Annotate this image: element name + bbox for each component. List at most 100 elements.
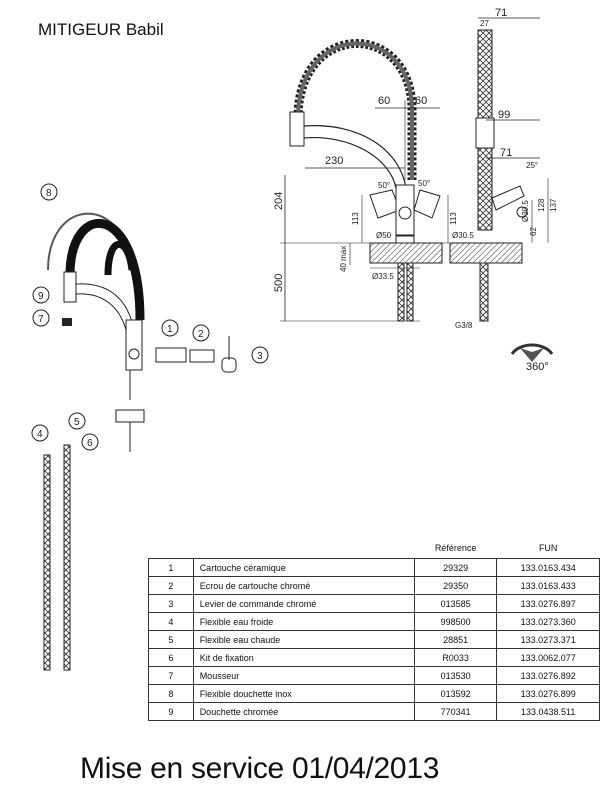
dim-71-top: 71 bbox=[495, 7, 507, 19]
row-fun: 133.0273.371 bbox=[496, 630, 600, 649]
dim-diameter-30-5-left: Ø30.5 bbox=[452, 231, 474, 240]
shower-head-front bbox=[289, 111, 305, 147]
row-description: Levier de commande chromé bbox=[192, 594, 415, 613]
row-description: Flexible eau froide bbox=[192, 612, 415, 631]
row-number: 9 bbox=[148, 702, 194, 721]
dim-360: 360° bbox=[526, 361, 549, 373]
callout-8: 8 bbox=[40, 183, 58, 201]
row-number: 1 bbox=[148, 558, 194, 577]
row-number: 4 bbox=[148, 612, 194, 631]
row-description: Flexible douchette inox bbox=[192, 684, 415, 703]
svg-text:7: 7 bbox=[38, 314, 44, 325]
callout-3: 3 bbox=[251, 346, 269, 364]
svg-text:2: 2 bbox=[198, 329, 204, 340]
row-reference: 770341 bbox=[413, 702, 498, 721]
row-description: Douchette chromée bbox=[192, 702, 415, 721]
row-number: 6 bbox=[148, 648, 194, 667]
table-row: 8 Flexible douchette inox 013592 133.027… bbox=[148, 684, 600, 703]
row-number: 7 bbox=[148, 666, 194, 685]
dim-113-right: 113 bbox=[449, 212, 458, 225]
svg-text:3: 3 bbox=[257, 351, 263, 362]
front-elevation-view bbox=[280, 39, 450, 322]
table-row: 6 Kit de fixation R0033 133.0062.077 bbox=[148, 648, 600, 667]
svg-text:5: 5 bbox=[74, 417, 80, 428]
dim-50deg-left: 50° bbox=[378, 181, 390, 190]
callout-4: 4 bbox=[31, 424, 49, 442]
row-number: 2 bbox=[148, 576, 194, 595]
row-fun: 133.0273.360 bbox=[496, 612, 600, 631]
svg-text:6: 6 bbox=[87, 438, 93, 449]
row-fun: 133.0438.511 bbox=[496, 702, 600, 721]
countertop-side bbox=[449, 242, 523, 264]
row-description: Flexible eau chaude bbox=[192, 630, 415, 649]
commissioning-date-footer: Mise en service 01/04/2013 bbox=[80, 752, 440, 785]
svg-text:1: 1 bbox=[167, 324, 173, 335]
dim-diameter-33-5: Ø33.5 bbox=[372, 272, 394, 281]
row-fun: 133.0163.434 bbox=[496, 558, 600, 577]
row-description: Kit de fixation bbox=[192, 648, 415, 667]
header-fun: FUN bbox=[538, 543, 558, 553]
row-reference: 28851 bbox=[413, 630, 498, 649]
row-number: 3 bbox=[148, 594, 194, 613]
dim-137: 137 bbox=[549, 198, 558, 212]
row-fun: 133.0276.897 bbox=[496, 594, 600, 613]
dim-25deg: 25° bbox=[526, 161, 538, 170]
rotation-360-icon bbox=[510, 343, 554, 362]
dim-500: 500 bbox=[273, 274, 285, 292]
dim-71-side: 71 bbox=[500, 147, 512, 159]
dim-g3-8: G3/8 bbox=[455, 321, 473, 330]
exploded-view bbox=[43, 212, 237, 671]
callout-7: 7 bbox=[32, 309, 50, 327]
svg-text:4: 4 bbox=[37, 429, 43, 440]
table-row: 3 Levier de commande chromé 013585 133.0… bbox=[148, 594, 600, 613]
row-reference: 013585 bbox=[413, 594, 498, 613]
row-reference: R0033 bbox=[413, 648, 498, 667]
dim-204: 204 bbox=[273, 192, 285, 210]
svg-text:8: 8 bbox=[46, 188, 52, 199]
svg-text:9: 9 bbox=[38, 291, 44, 302]
spout-front bbox=[303, 125, 407, 189]
row-number: 5 bbox=[148, 630, 194, 649]
dim-40-max: 40 max bbox=[339, 246, 348, 272]
dim-128: 128 bbox=[537, 198, 546, 212]
table-row: 5 Flexible eau chaude 28851 133.0273.371 bbox=[148, 630, 600, 649]
header-number bbox=[149, 538, 194, 559]
dim-60-left: 60 bbox=[378, 95, 390, 107]
callout-9: 9 bbox=[32, 286, 50, 304]
row-fun: 133.0062.077 bbox=[496, 648, 600, 667]
row-description: Mousseur bbox=[192, 666, 415, 685]
callout-5: 5 bbox=[68, 412, 86, 430]
table-row: 4 Flexible eau froide 998500 133.0273.36… bbox=[148, 612, 600, 631]
row-fun: 133.0276.892 bbox=[496, 666, 600, 685]
parts-table: Référence FUN 1 Cartouche céramique 2932… bbox=[148, 538, 600, 721]
header-reference: Référence bbox=[434, 543, 477, 553]
header-description bbox=[193, 538, 414, 559]
row-reference: 29350 bbox=[413, 576, 498, 595]
table-row: 1 Cartouche céramique 29329 133.0163.434 bbox=[148, 558, 600, 577]
dim-62: 62 bbox=[529, 227, 538, 236]
table-row: 2 Ecrou de cartouche chromé 29350 133.01… bbox=[148, 576, 600, 595]
dim-diameter-50: Ø50 bbox=[376, 231, 392, 240]
table-row: 7 Mousseur 013530 133.0276.892 bbox=[148, 666, 600, 685]
row-reference: 998500 bbox=[413, 612, 498, 631]
dim-diameter-30-5-right: Ø30.5 bbox=[521, 200, 530, 222]
dim-60-right: 60 bbox=[415, 95, 427, 107]
row-fun: 133.0163.433 bbox=[496, 576, 600, 595]
row-reference: 013530 bbox=[413, 666, 498, 685]
side-elevation-view bbox=[449, 17, 549, 322]
callout-1: 1 bbox=[161, 319, 179, 337]
page-title: MITIGEUR Babil bbox=[38, 20, 164, 39]
callout-6: 6 bbox=[81, 433, 99, 451]
row-reference: 013592 bbox=[413, 684, 498, 703]
countertop-front bbox=[369, 242, 443, 264]
row-description: Cartouche céramique bbox=[192, 558, 415, 577]
row-number: 8 bbox=[148, 684, 194, 703]
dim-113-left: 113 bbox=[351, 212, 360, 225]
row-fun: 133.0276.899 bbox=[496, 684, 600, 703]
row-description: Ecrou de cartouche chromé bbox=[192, 576, 415, 595]
row-reference: 29329 bbox=[413, 558, 498, 577]
dim-50deg-right: 50° bbox=[418, 179, 430, 188]
table-row: 9 Douchette chromée 770341 133.0438.511 bbox=[148, 702, 600, 721]
dim-99: 99 bbox=[498, 109, 510, 121]
callout-2: 2 bbox=[192, 324, 210, 342]
